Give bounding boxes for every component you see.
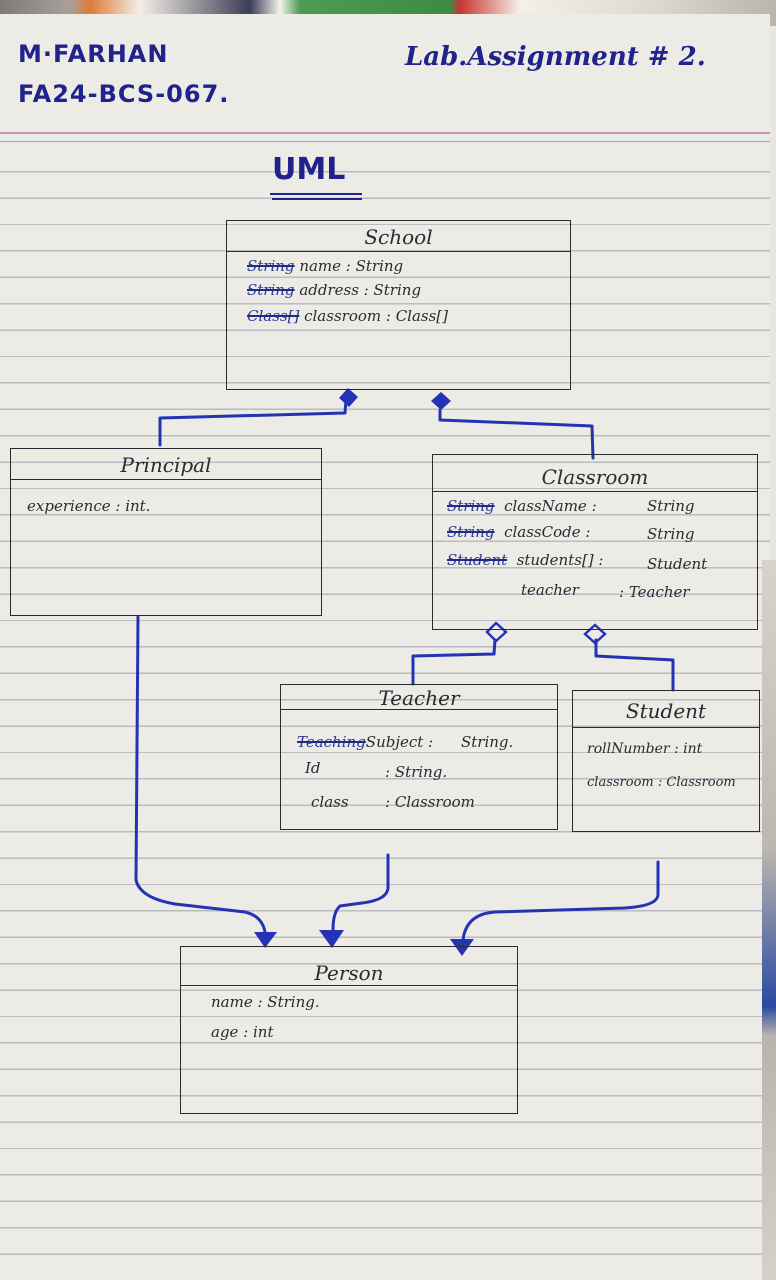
attribute: String className :	[447, 497, 597, 515]
diamond-icon	[431, 392, 451, 410]
class-header: Teacher	[281, 685, 557, 710]
attribute: String address : String	[247, 281, 421, 299]
attribute-text: rollNumber : int	[587, 741, 703, 757]
attribute-text: name : String	[299, 257, 404, 275]
class-header: Principal	[11, 449, 321, 480]
attribute: Student students[] :	[447, 551, 603, 569]
attribute-text: Id	[305, 759, 321, 777]
class-name: Classroom	[541, 465, 649, 489]
struck-type: String	[247, 257, 295, 275]
uml-title: UML	[272, 152, 346, 187]
attribute: String name : String	[247, 257, 403, 275]
attribute-type: Student	[647, 555, 708, 573]
attribute-type: : Teacher	[619, 583, 690, 601]
diamond-icon	[485, 621, 508, 643]
attribute-text: experience : int.	[27, 497, 151, 515]
principal-person-arrow-line	[134, 615, 267, 934]
margin-line	[0, 132, 770, 134]
attribute-type: : String.	[385, 763, 448, 781]
class-school: School String name : String String addre…	[226, 220, 571, 390]
arrowhead-icon	[450, 939, 474, 956]
class-name: Teacher	[378, 686, 460, 710]
class-student: Student rollNumber : int classroom : Cla…	[572, 690, 760, 832]
attribute-text: age : int	[211, 1023, 274, 1041]
paper-torn-edge	[762, 560, 776, 1280]
school-principal-line	[158, 398, 348, 447]
school-classroom-line	[438, 408, 595, 460]
arrowhead-icon	[254, 932, 277, 948]
attribute: experience : int.	[27, 497, 150, 515]
attribute-type: : Classroom	[385, 793, 475, 811]
struck-type: String	[447, 523, 495, 541]
class-header: Student	[573, 691, 759, 728]
class-header: Classroom	[433, 455, 757, 492]
arrowhead-icon	[319, 930, 344, 948]
attribute: age : int	[211, 1023, 274, 1041]
attribute-text: name : String.	[211, 993, 320, 1011]
attribute-text: teacher	[521, 581, 579, 599]
attribute-type: String	[647, 497, 695, 515]
struck-type: Student	[447, 551, 508, 569]
attribute-text: students[] :	[516, 551, 604, 569]
diamond-icon	[583, 623, 607, 645]
class-principal: Principal experience : int.	[10, 448, 322, 616]
paper-header-area	[0, 14, 770, 138]
class-header: School	[227, 221, 570, 252]
student-person-arrow-line	[461, 860, 660, 942]
teacher-person-arrow-line	[331, 853, 390, 932]
attribute-text: address : String	[299, 281, 422, 299]
class-person: Person name : String. age : int	[180, 946, 518, 1114]
class-name: Principal	[120, 453, 212, 477]
diamond-icon	[339, 388, 358, 407]
attribute-text: className :	[504, 497, 597, 515]
student-name: M·FARHAN	[18, 40, 169, 68]
class-teacher: Teacher TeachingSubject : String. Id : S…	[280, 684, 558, 830]
class-name: School	[364, 225, 433, 249]
attribute-type: String	[647, 525, 695, 543]
attribute-text: classroom : Classroom	[587, 775, 736, 790]
class-name: Student	[625, 699, 707, 723]
attribute-text: Subject :	[365, 733, 434, 751]
struck-type: Class[]	[247, 307, 300, 325]
notebook-paper	[0, 14, 770, 1280]
class-header: Person	[181, 947, 517, 986]
title-underline	[272, 198, 362, 200]
attribute-type: String.	[461, 733, 514, 751]
classroom-student-line	[594, 638, 675, 692]
class-name: Person	[314, 961, 384, 985]
attribute-text: class	[311, 793, 349, 811]
struck-type: String	[247, 281, 295, 299]
attribute: rollNumber : int	[587, 741, 702, 757]
attribute: name : String.	[211, 993, 320, 1011]
class-classroom: Classroom String className : String Stri…	[432, 454, 758, 630]
attribute: String classCode :	[447, 523, 590, 541]
title-underline	[270, 193, 362, 195]
margin-line	[0, 141, 770, 142]
attribute: Class[] classroom : Class[]	[247, 307, 448, 325]
struck-type: Teaching	[297, 733, 366, 751]
attribute-text: classCode :	[504, 523, 591, 541]
assignment-title: Lab.Assignment # 2.	[405, 42, 706, 72]
student-id: FA24-BCS-067.	[18, 80, 230, 108]
struck-type: String	[447, 497, 495, 515]
attribute: TeachingSubject :	[297, 733, 433, 751]
classroom-teacher-line	[411, 638, 497, 686]
attribute: classroom : Classroom	[587, 775, 736, 790]
attribute-text: classroom : Class[]	[304, 307, 449, 325]
